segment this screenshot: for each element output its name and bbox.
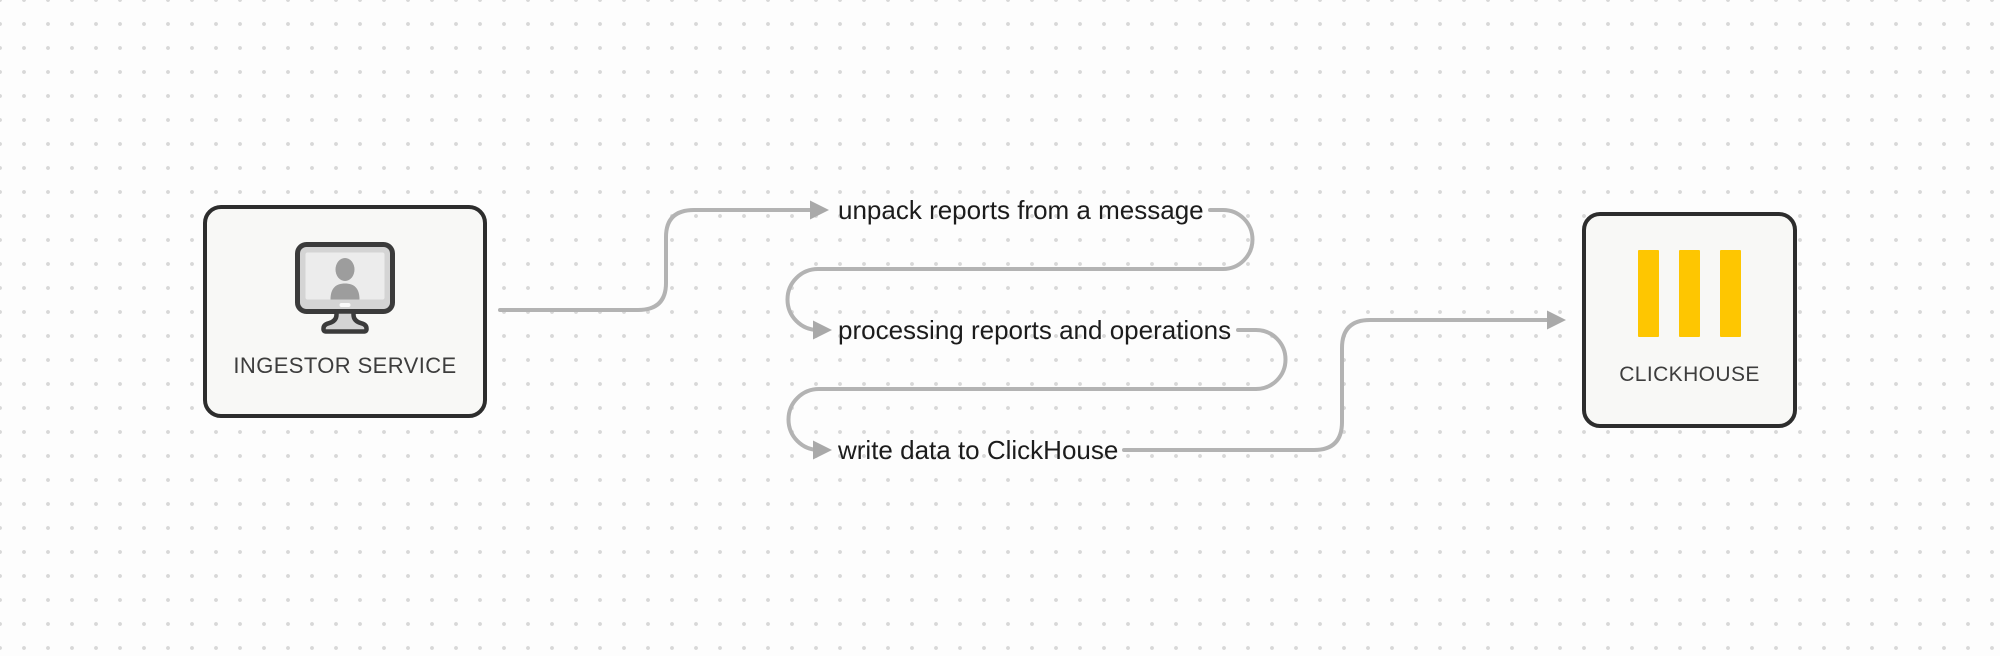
step-label-write-data: write data to ClickHouse bbox=[838, 435, 1119, 465]
connector-step3-to-clickhouse bbox=[1122, 318, 1549, 452]
clickhouse-logo-icon bbox=[1638, 250, 1741, 337]
connector-step2-to-step3 bbox=[786, 328, 1288, 452]
step-label-processing-reports: processing reports and operations bbox=[838, 315, 1232, 345]
arrowhead-right-icon bbox=[810, 200, 829, 220]
clickhouse-bar bbox=[1679, 250, 1700, 337]
arrowhead-right-icon bbox=[813, 440, 832, 460]
step-label-unpack-reports: unpack reports from a message bbox=[838, 195, 1204, 225]
clickhouse-bar bbox=[1720, 250, 1741, 337]
arrowhead-right-icon bbox=[1547, 310, 1566, 330]
node-ingestor-service: INGESTOR SERVICE bbox=[203, 205, 487, 418]
node-label-clickhouse: CLICKHOUSE bbox=[1619, 363, 1760, 386]
monitor-user-icon bbox=[295, 242, 395, 334]
node-label-ingestor-service: INGESTOR SERVICE bbox=[233, 353, 457, 378]
connector-step1-to-step2 bbox=[785, 208, 1255, 332]
arrowhead-right-icon bbox=[813, 320, 832, 340]
connector-ingestor-to-step1 bbox=[498, 208, 814, 312]
clickhouse-bar bbox=[1638, 250, 1659, 337]
node-clickhouse: CLICKHOUSE bbox=[1582, 212, 1797, 428]
